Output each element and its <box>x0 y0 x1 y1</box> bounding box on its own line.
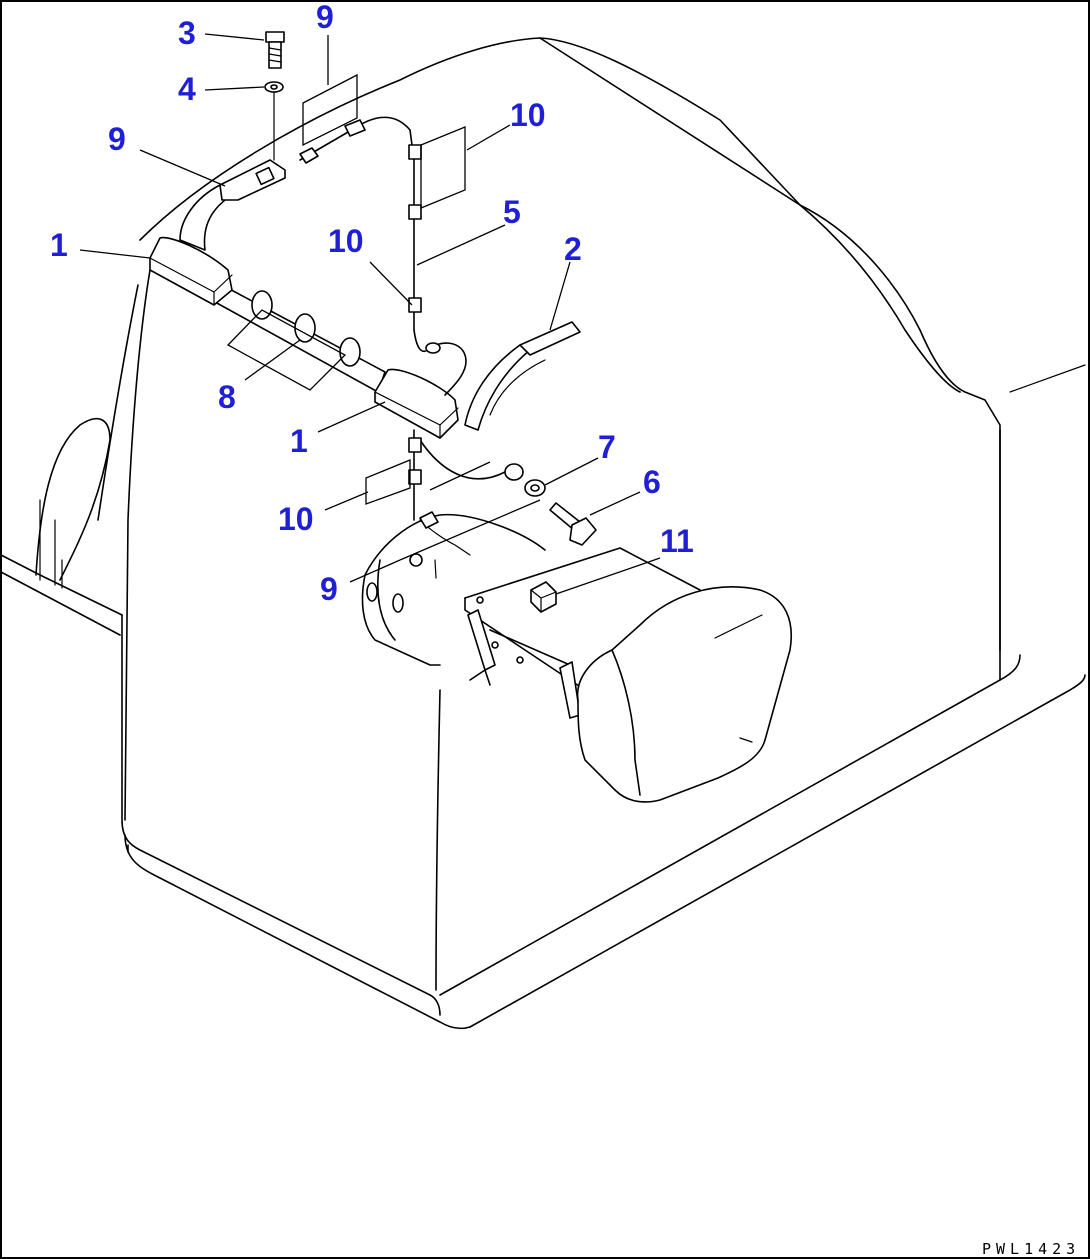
bolt-6 <box>549 502 597 546</box>
wiring-harness-5 <box>299 116 506 521</box>
washer-4 <box>264 81 284 93</box>
work-lamp-right <box>374 368 459 439</box>
clips-10 <box>408 144 422 485</box>
drawing-code: PWL1423 <box>982 1240 1080 1258</box>
callout-3: 3 <box>178 15 196 51</box>
light-bar <box>214 284 386 393</box>
mounting-plate <box>464 547 701 719</box>
callout-10-middle: 10 <box>328 223 364 259</box>
callout-9-top: 9 <box>316 0 334 35</box>
leader-lines <box>79 33 661 595</box>
equipment-box <box>576 586 792 803</box>
callout-labels: 3 4 9 9 10 5 10 1 2 8 1 7 6 10 9 11 <box>50 0 694 607</box>
callout-9-lower: 9 <box>320 571 338 607</box>
mirror-bracket-2 <box>464 321 581 431</box>
callout-6: 6 <box>643 464 661 500</box>
callout-8: 8 <box>218 379 236 415</box>
callout-10-top: 10 <box>510 97 546 133</box>
cab-body <box>0 37 1086 1030</box>
relay-11 <box>530 581 557 613</box>
lamp-bracket-left <box>179 159 286 251</box>
washer-7 <box>504 463 546 497</box>
callout-10-lower: 10 <box>278 501 314 537</box>
callout-1-right: 1 <box>290 423 308 459</box>
callout-9-left: 9 <box>108 121 126 157</box>
clamp-8c <box>339 337 361 367</box>
clip-9-upper <box>299 119 366 164</box>
callout-5: 5 <box>503 194 521 230</box>
callout-11: 11 <box>660 523 694 559</box>
callout-4: 4 <box>178 71 196 107</box>
clamp-8a <box>251 290 273 320</box>
callout-2: 2 <box>564 231 582 267</box>
callout-7: 7 <box>598 429 616 465</box>
callout-1-left: 1 <box>50 227 68 263</box>
work-lamp-left <box>149 236 233 306</box>
bolt-3 <box>265 31 285 69</box>
